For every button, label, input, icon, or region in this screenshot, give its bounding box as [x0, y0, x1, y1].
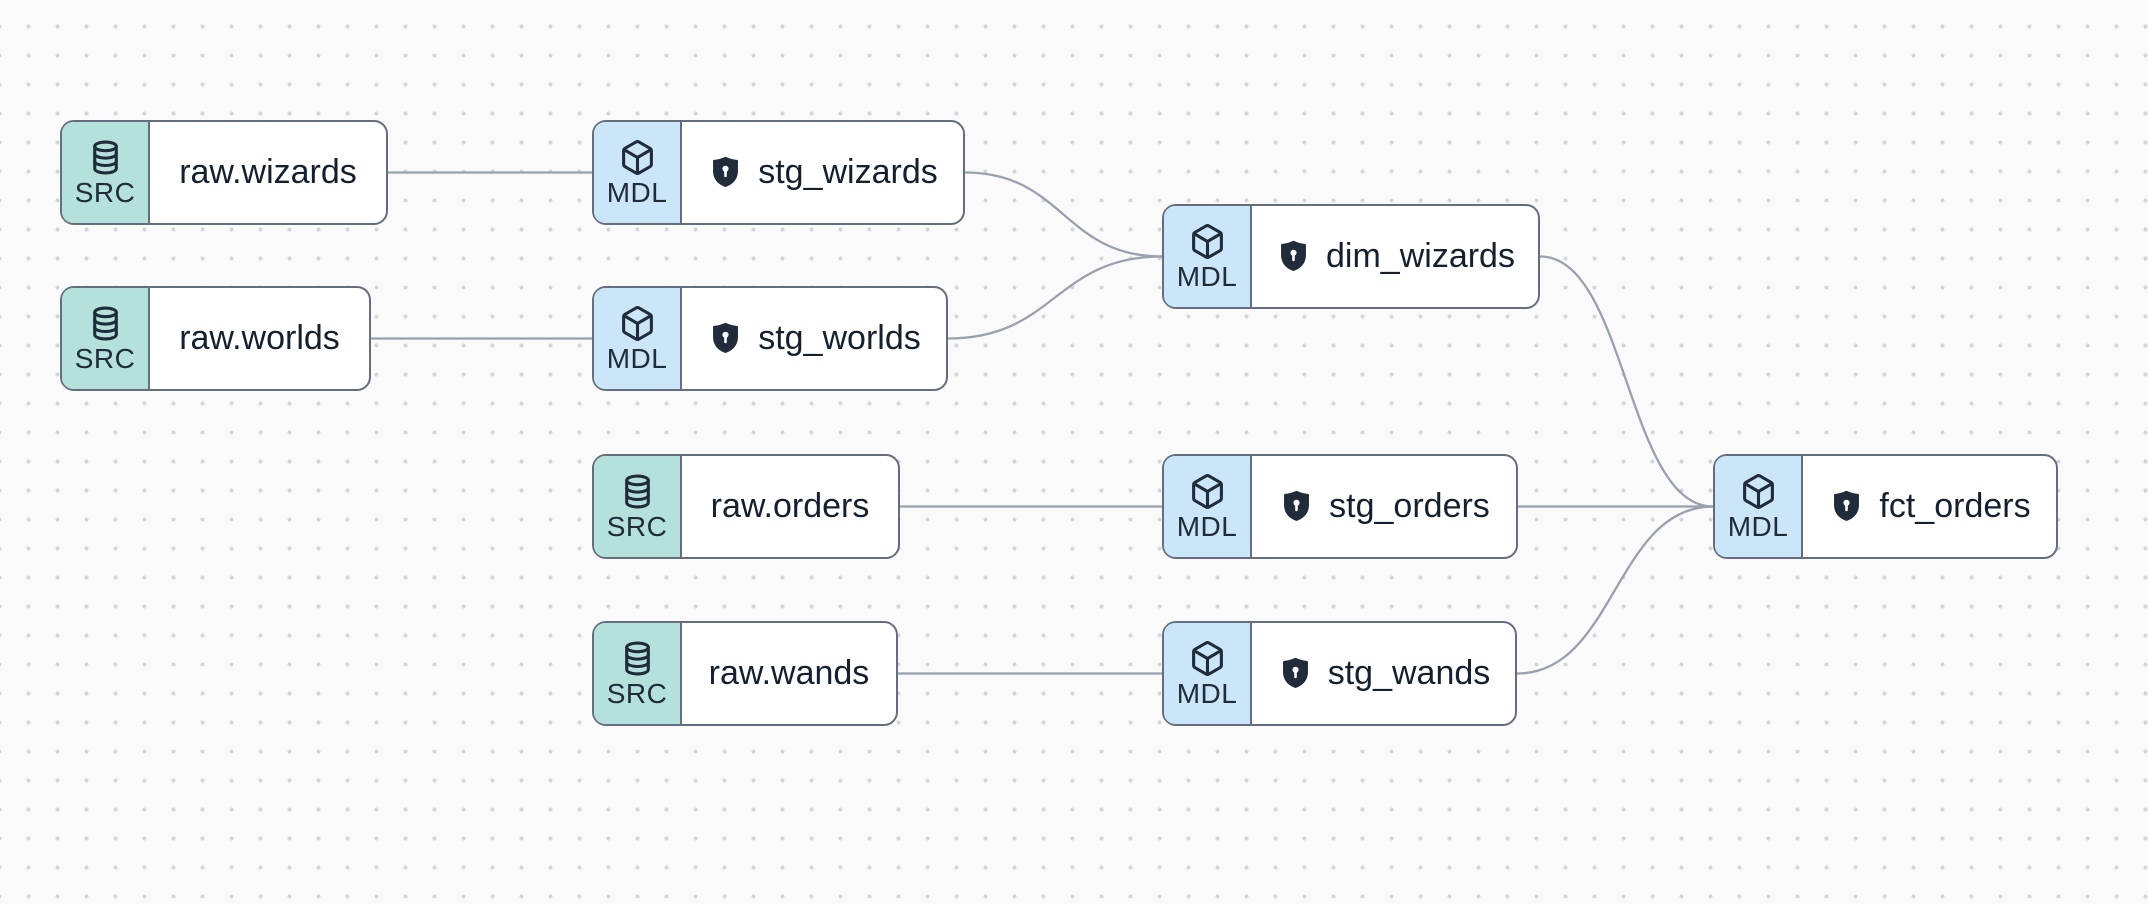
- shield-lock-icon: [1275, 238, 1312, 275]
- shield-lock-icon: [1278, 488, 1315, 525]
- cube-icon: [1189, 473, 1226, 510]
- node-type-badge: MDL: [1715, 456, 1803, 557]
- node-type-label: MDL: [606, 176, 668, 208]
- node-content: stg_wizards: [682, 122, 963, 223]
- node-content: raw.orders: [682, 456, 898, 557]
- database-icon: [619, 640, 656, 677]
- edge-stg-wizards-to-dim-wizards[interactable]: [963, 171, 1164, 258]
- cube-icon: [1189, 223, 1226, 260]
- node-stg-wands[interactable]: MDL stg_wands: [1162, 621, 1517, 726]
- node-label: raw.wizards: [179, 153, 357, 191]
- node-fct-orders[interactable]: MDL fct_orders: [1713, 454, 2058, 559]
- node-label: dim_wizards: [1326, 237, 1515, 275]
- node-content: raw.wizards: [150, 122, 386, 223]
- node-raw-orders[interactable]: SRC raw.orders: [592, 454, 900, 559]
- node-stg-wizards[interactable]: MDL stg_wizards: [592, 120, 965, 225]
- node-label: raw.worlds: [179, 319, 340, 357]
- node-content: dim_wizards: [1252, 206, 1538, 307]
- node-type-label: SRC: [606, 677, 668, 709]
- node-content: stg_wands: [1252, 623, 1515, 724]
- node-type-badge: SRC: [594, 456, 682, 557]
- node-type-badge: MDL: [1164, 456, 1252, 557]
- node-type-label: MDL: [606, 342, 668, 374]
- node-type-badge: MDL: [1164, 623, 1252, 724]
- node-content: stg_worlds: [682, 288, 946, 389]
- cube-icon: [619, 139, 656, 176]
- node-type-label: MDL: [1176, 677, 1238, 709]
- node-type-label: MDL: [1176, 510, 1238, 542]
- database-icon: [87, 139, 124, 176]
- node-label: stg_orders: [1329, 487, 1490, 525]
- node-label: raw.wands: [708, 654, 870, 692]
- node-type-label: SRC: [74, 176, 136, 208]
- node-content: stg_orders: [1252, 456, 1516, 557]
- node-type-badge: MDL: [1164, 206, 1252, 307]
- node-raw-worlds[interactable]: SRC raw.worlds: [60, 286, 371, 391]
- node-type-badge: SRC: [62, 122, 150, 223]
- node-content: raw.worlds: [150, 288, 369, 389]
- shield-lock-icon: [707, 154, 744, 191]
- node-content: fct_orders: [1803, 456, 2056, 557]
- cube-icon: [619, 305, 656, 342]
- shield-lock-icon: [1277, 655, 1314, 692]
- node-label: fct_orders: [1879, 487, 2031, 525]
- database-icon: [87, 305, 124, 342]
- database-icon: [619, 473, 656, 510]
- node-type-label: MDL: [1727, 510, 1789, 542]
- edge-stg-wands-to-fct-orders[interactable]: [1515, 505, 1715, 675]
- node-label: stg_wands: [1327, 654, 1491, 692]
- node-type-badge: MDL: [594, 122, 682, 223]
- node-dim-wizards[interactable]: MDL dim_wizards: [1162, 204, 1540, 309]
- node-stg-worlds[interactable]: MDL stg_worlds: [592, 286, 948, 391]
- cube-icon: [1189, 640, 1226, 677]
- node-content: raw.wands: [682, 623, 896, 724]
- node-type-label: SRC: [74, 342, 136, 374]
- node-type-badge: SRC: [62, 288, 150, 389]
- node-type-badge: MDL: [594, 288, 682, 389]
- edge-stg-worlds-to-dim-wizards[interactable]: [946, 255, 1164, 340]
- node-raw-wizards[interactable]: SRC raw.wizards: [60, 120, 388, 225]
- node-raw-wands[interactable]: SRC raw.wands: [592, 621, 898, 726]
- node-label: raw.orders: [710, 487, 870, 525]
- node-label: stg_wizards: [758, 153, 938, 191]
- node-type-label: MDL: [1176, 260, 1238, 292]
- node-type-badge: SRC: [594, 623, 682, 724]
- node-label: stg_worlds: [758, 319, 921, 357]
- node-type-label: SRC: [606, 510, 668, 542]
- shield-lock-icon: [707, 320, 744, 357]
- node-stg-orders[interactable]: MDL stg_orders: [1162, 454, 1518, 559]
- cube-icon: [1740, 473, 1777, 510]
- shield-lock-icon: [1828, 488, 1865, 525]
- edge-dim-wizards-to-fct-orders[interactable]: [1538, 255, 1715, 508]
